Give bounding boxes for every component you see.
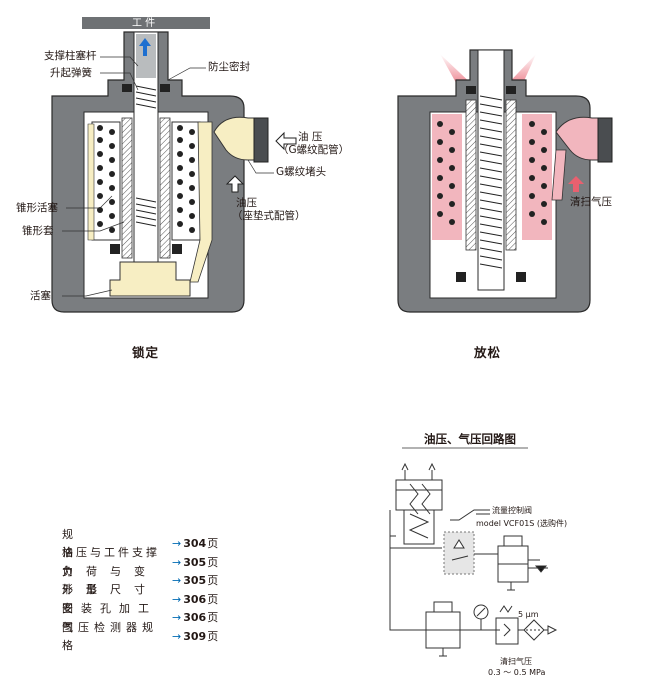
toc-label: 油压与工件支撑力 [62,546,160,578]
toc-page: 304 [183,537,207,550]
flow-valve-label-2: model VCF01S (选购件) [476,519,568,528]
oil-arrow-pad-icon [225,175,245,193]
toc-page: 306 [183,611,207,625]
filter-micron-label: 5 μm [518,610,539,619]
toc-page: 305 [183,574,207,588]
flow-valve-label-1: 流量控制阀 [492,506,532,515]
circuit-diagram [389,447,558,657]
toc-row[interactable]: 外形尺寸图 → 306 页 [62,583,219,615]
workpiece-label: 工 件 [132,18,156,29]
toc-row[interactable]: 油压与工件支撑力 → 305 页 [62,546,219,578]
up-arrow-icon [139,38,151,56]
label-g-plug: G螺纹堵头 [276,166,327,178]
label-taper-sleeve: 锥形套 [22,225,54,237]
locked-cross-section [51,17,297,313]
label-taper-piston: 锥形活塞 [16,202,58,214]
toc-page: 305 [183,555,207,569]
label-dust-seal: 防尘密封 [208,61,250,73]
oil-arrow-g-icon [275,131,297,151]
g-plug [253,117,269,163]
label-oil-pressure-g-1: 油 压 [298,131,323,143]
toc-row[interactable]: 安装孔加工图 → 306 页 [62,602,219,634]
label-lift-spring: 升起弹簧 [50,67,92,79]
caption-released: 放松 [474,345,502,360]
toc-unit: 页 [207,611,219,625]
left-spring-coils [97,125,195,233]
purge-label-1: 清扫气压 [500,657,532,666]
circuit-cylinder [395,479,443,511]
toc-label: 外形尺寸图 [62,583,158,616]
toc-page: 306 [183,592,207,606]
arrow-right-icon: → [172,537,182,550]
label-support-rod: 支撑柱塞杆 [44,50,97,62]
purge-label-2: 0.3 ～ 0.5 MPa [488,668,546,677]
flow-control-valve [443,531,475,575]
label-piston: 活塞 [30,290,51,302]
toc-row[interactable]: 气压检测器规格 → 309 页 [62,621,219,653]
label-oil-pressure-g-2: （G螺纹配管） [278,144,350,156]
toc-label: 规格 [62,527,153,560]
arrow-right-icon: → [172,574,182,588]
workpiece-bar [82,17,210,29]
toc-page: 309 [183,629,207,643]
toc-row[interactable]: 负荷与变形量 → 305 页 [62,565,219,597]
arrow-right-icon: → [172,592,182,606]
locked-oil-region [109,261,191,297]
label-purge-air: 清扫气压 [570,196,612,208]
toc-unit: 页 [207,537,219,550]
arrow-right-icon: → [172,629,182,643]
toc-unit: 页 [207,574,219,588]
label-oil-pressure-g: 油 压 （G螺纹配管） [278,131,349,157]
toc-label: 负荷与变形量 [62,564,158,597]
toc-row[interactable]: 规格 → 304 页 [62,528,219,560]
purge-arrow-icon [568,176,584,192]
label-oil-pressure-pad: 油压 （座垫式配管） [232,197,306,223]
toc-label: 气压检测器规格 [62,620,158,653]
arrow-right-icon: → [172,611,182,625]
released-cross-section [397,48,613,313]
label-oil-pressure-pad-1: 油压 [236,197,257,209]
label-oil-pressure-pad-2: （座垫式配管） [232,210,306,222]
released-spring-coils [437,121,547,225]
toc-unit: 页 [207,629,219,643]
caption-locked: 锁定 [132,345,160,360]
toc-unit: 页 [207,592,219,606]
toc-unit: 页 [207,555,219,569]
arrow-right-icon: → [172,555,182,569]
page-reference-list: 规格 → 304 页 油压与工件支撑力 → 305 页 负荷与变形量 → 305… [62,528,219,653]
toc-label: 安装孔加工图 [62,602,157,634]
circuit-title: 油压、气压回路图 [424,432,516,446]
regulator [495,617,519,645]
